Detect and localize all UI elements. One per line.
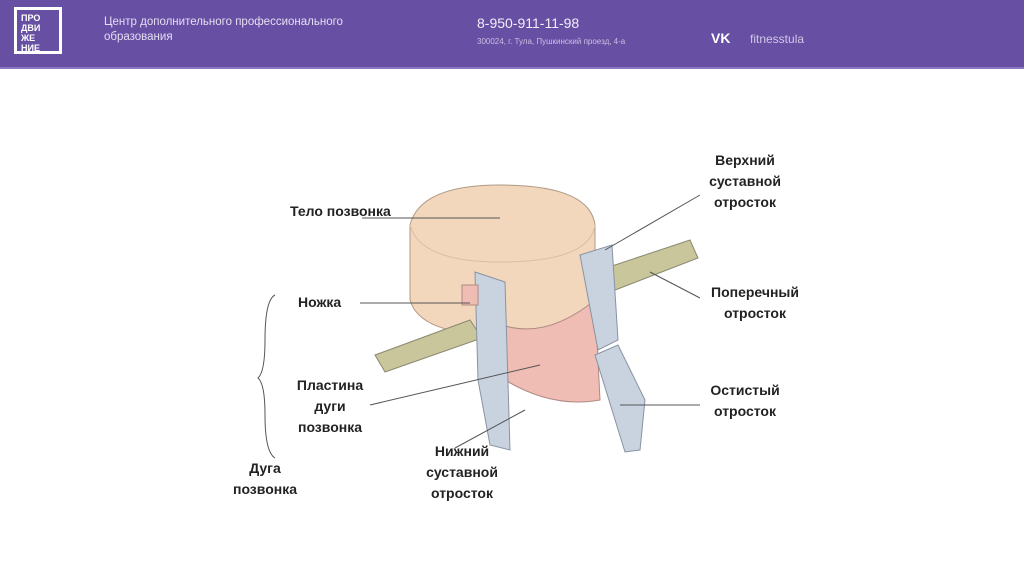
label-superior-articular: Верхний суставной отросток	[709, 152, 781, 210]
transverse-process-left	[374, 319, 483, 373]
logo-line: ПРО	[21, 13, 41, 23]
address: 300024, г. Тула, Пушкинский проезд, 4-а	[477, 37, 626, 46]
leader-lines	[257, 194, 701, 459]
org-name: Центр дополнительного профессионального …	[104, 16, 343, 43]
label-vertebral-body: Тело позвонка	[290, 203, 391, 219]
label-arch: Дуга позвонка	[232, 460, 297, 497]
header-bar: ПРО ДВИ ЖЕ НИЕ Центр дополнительного про…	[0, 0, 1024, 69]
lamina	[489, 298, 601, 403]
logo-line: НИЕ	[21, 43, 40, 53]
inferior-articular-process	[474, 271, 511, 451]
logo-line: ЖЕ	[21, 33, 36, 43]
label-spinous: Остистый отросток	[710, 382, 780, 419]
label-inferior-articular: Нижний суставной отросток	[426, 443, 498, 501]
logo: ПРО ДВИ ЖЕ НИЕ	[14, 7, 62, 54]
logo-line: ДВИ	[21, 23, 41, 33]
label-lamina: Пластина дуги позвонка	[296, 377, 364, 435]
superior-articular-process	[579, 244, 619, 351]
label-pedicle: Ножка	[298, 294, 342, 310]
vk-icon[interactable]: VK	[711, 30, 731, 46]
phone[interactable]: 8-950-911-11-98	[477, 15, 580, 31]
site-link[interactable]: fitnesstula	[750, 32, 805, 46]
spinous-process	[594, 344, 646, 453]
label-transverse: Поперечный отросток	[711, 284, 799, 321]
